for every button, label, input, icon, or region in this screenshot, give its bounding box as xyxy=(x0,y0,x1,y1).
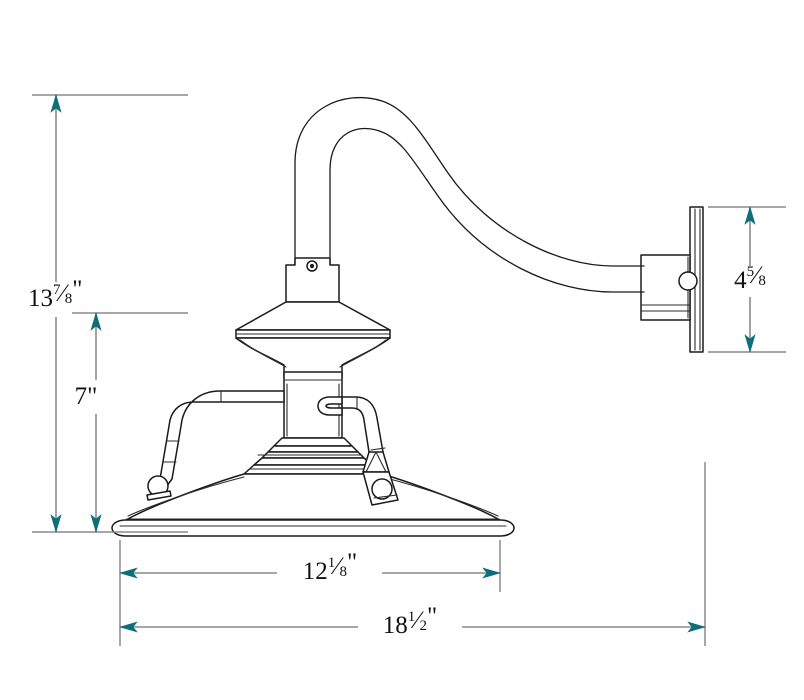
shade-hood-cap xyxy=(235,301,391,379)
dim-backplate-numerator: 5 xyxy=(747,264,755,280)
canopy-connector-block xyxy=(285,257,340,303)
canopy-set-screw-center xyxy=(309,263,315,269)
rolled-shade-rim xyxy=(111,519,515,537)
arrow-up-overall xyxy=(50,93,62,113)
dim-diameter-whole: 12 xyxy=(303,558,328,585)
right-guard-arm xyxy=(317,396,399,506)
dim-backplate-denominator: 8 xyxy=(758,273,766,289)
dim-overall-denominator: 8 xyxy=(65,291,73,307)
dim-extension-denominator: 2 xyxy=(419,618,427,634)
arrow-right-diameter xyxy=(482,567,502,579)
stepped-collar-rings xyxy=(243,437,383,475)
dim-overall-inchmark: " xyxy=(72,276,82,303)
dim-diameter-inchmark: " xyxy=(347,549,357,576)
arrow-down-backplate xyxy=(744,334,756,354)
dim-extension-inchmark: " xyxy=(427,603,437,630)
dim-diameter-numerator: 1 xyxy=(328,555,336,571)
dim-overall-numerator: 7 xyxy=(53,282,61,298)
dim-overall-whole: 13 xyxy=(28,285,53,312)
fixture-assembly xyxy=(111,97,704,537)
right-thumb-knob xyxy=(371,478,393,500)
dimension-overall-height: 137⁄8" xyxy=(28,93,188,534)
mount-block-boss xyxy=(678,271,698,291)
arrow-left-extension xyxy=(118,621,138,633)
wall-mount-block xyxy=(640,254,698,321)
dim-extension-whole: 18 xyxy=(383,612,408,639)
arrow-down-shade xyxy=(90,514,102,534)
socket-housing xyxy=(283,371,343,439)
dim-shade-inchmark: " xyxy=(87,383,97,410)
left-guard-arm xyxy=(146,390,285,501)
gooseneck-arm xyxy=(294,97,645,293)
dim-diameter-denominator: 8 xyxy=(339,564,347,580)
right-arm-hook xyxy=(317,396,343,416)
dim-shade-whole: 7 xyxy=(75,383,88,410)
arrow-up-backplate xyxy=(744,205,756,225)
arrow-right-extension xyxy=(687,621,707,633)
arrow-up-shade xyxy=(90,311,102,331)
dimension-backplate-height: 45⁄8 xyxy=(708,205,786,354)
dim-backplate-whole: 4 xyxy=(734,267,747,294)
dim-extension-numerator: 1 xyxy=(408,609,416,625)
left-knob-bracket xyxy=(146,490,172,501)
dim-label-shade-height: 7" xyxy=(75,383,98,410)
arrow-left-diameter xyxy=(118,567,138,579)
dimension-shade-height: 7" xyxy=(72,311,188,534)
arrow-down-overall xyxy=(50,514,62,534)
